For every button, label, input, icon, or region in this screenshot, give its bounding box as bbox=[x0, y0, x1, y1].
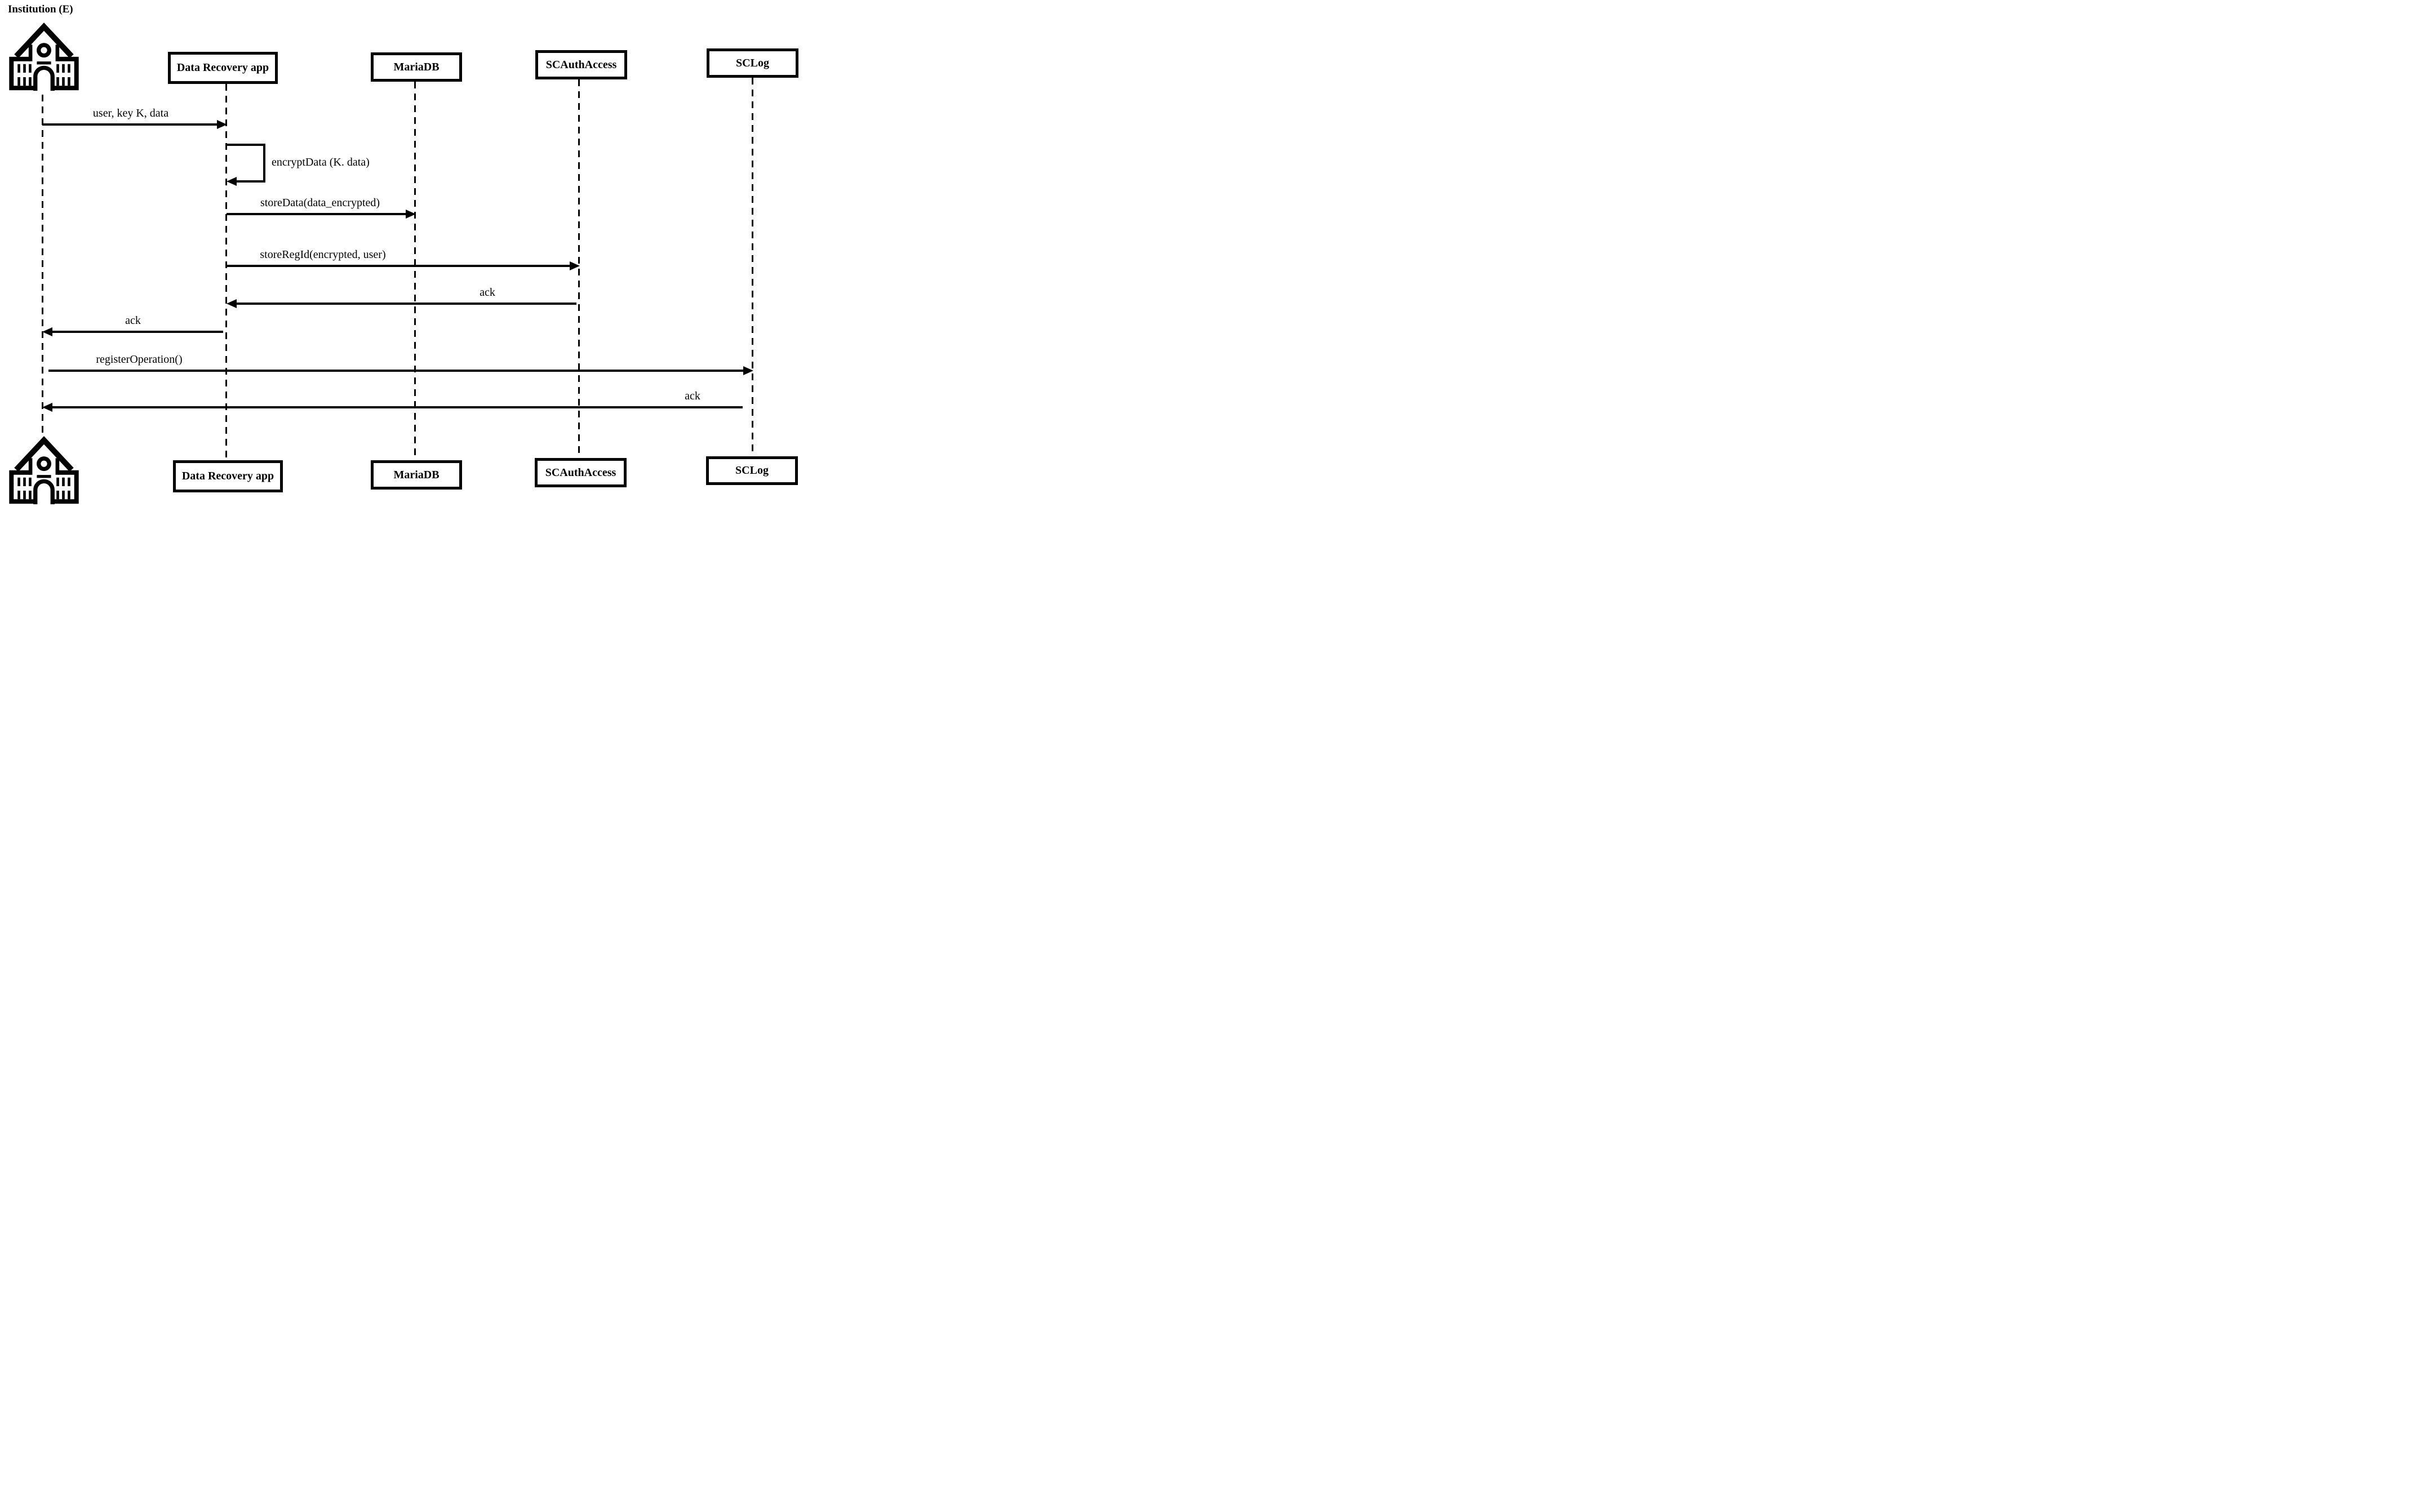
arrowhead-left-icon bbox=[227, 177, 237, 186]
message-label: ack bbox=[685, 390, 700, 402]
arrowhead-left-icon bbox=[227, 299, 237, 308]
institution-building-icon bbox=[9, 23, 79, 91]
message-label: encryptData (K. data) bbox=[272, 156, 370, 168]
lifeline-sclog bbox=[752, 78, 753, 456]
participant-box-data-recovery-app-top: Data Recovery app bbox=[168, 52, 278, 84]
participant-label: Data Recovery app bbox=[181, 470, 274, 482]
lifeline-mariadb bbox=[414, 82, 416, 460]
participant-label: SCLog bbox=[736, 56, 769, 69]
message-line bbox=[263, 144, 265, 183]
message-line bbox=[234, 303, 576, 305]
participant-label: MariaDB bbox=[393, 468, 440, 481]
participant-box-mariadb-top: MariaDB bbox=[371, 52, 462, 82]
message-line bbox=[42, 123, 219, 126]
arrowhead-right-icon bbox=[743, 366, 753, 375]
message-label: ack bbox=[480, 286, 495, 299]
participant-label: Data Recovery app bbox=[176, 61, 269, 74]
participant-box-scauthaccess-top: SCAuthAccess bbox=[535, 50, 627, 79]
message-label: ack bbox=[125, 314, 141, 327]
participant-box-mariadb-bottom: MariaDB bbox=[371, 460, 462, 490]
message-line bbox=[227, 213, 407, 215]
participant-label: MariaDB bbox=[393, 60, 440, 73]
message-line bbox=[50, 406, 743, 408]
participant-box-sclog-top: SCLog bbox=[707, 48, 798, 78]
arrowhead-right-icon bbox=[570, 261, 580, 270]
lifeline-data-recovery-app bbox=[225, 84, 227, 460]
message-label: registerOperation() bbox=[96, 353, 183, 366]
institution-building-icon bbox=[9, 436, 79, 505]
participant-box-sclog-bottom: SCLog bbox=[706, 456, 798, 485]
arrowhead-left-icon bbox=[42, 403, 52, 412]
participant-box-scauthaccess-bottom: SCAuthAccess bbox=[535, 458, 627, 487]
participant-label: SCAuthAccess bbox=[545, 58, 617, 71]
arrowhead-left-icon bbox=[42, 327, 52, 336]
message-label: storeData(data_encrypted) bbox=[260, 197, 380, 209]
participant-label: SCLog bbox=[735, 464, 769, 477]
message-line bbox=[50, 331, 223, 333]
message-label: storeRegId(encrypted, user) bbox=[260, 248, 386, 261]
sequence-diagram: Institution (E) bbox=[0, 0, 804, 506]
participant-box-data-recovery-app-bottom: Data Recovery app bbox=[173, 460, 283, 492]
message-line bbox=[236, 180, 265, 183]
lifeline-institution bbox=[42, 95, 43, 433]
participant-label: SCAuthAccess bbox=[545, 466, 616, 479]
message-line bbox=[48, 370, 744, 372]
arrowhead-right-icon bbox=[406, 210, 416, 219]
actor-label-institution: Institution (E) bbox=[8, 3, 73, 15]
message-line bbox=[227, 265, 571, 267]
arrowhead-right-icon bbox=[217, 120, 227, 129]
message-line bbox=[227, 144, 265, 146]
message-label: user, key K, data bbox=[92, 107, 169, 119]
